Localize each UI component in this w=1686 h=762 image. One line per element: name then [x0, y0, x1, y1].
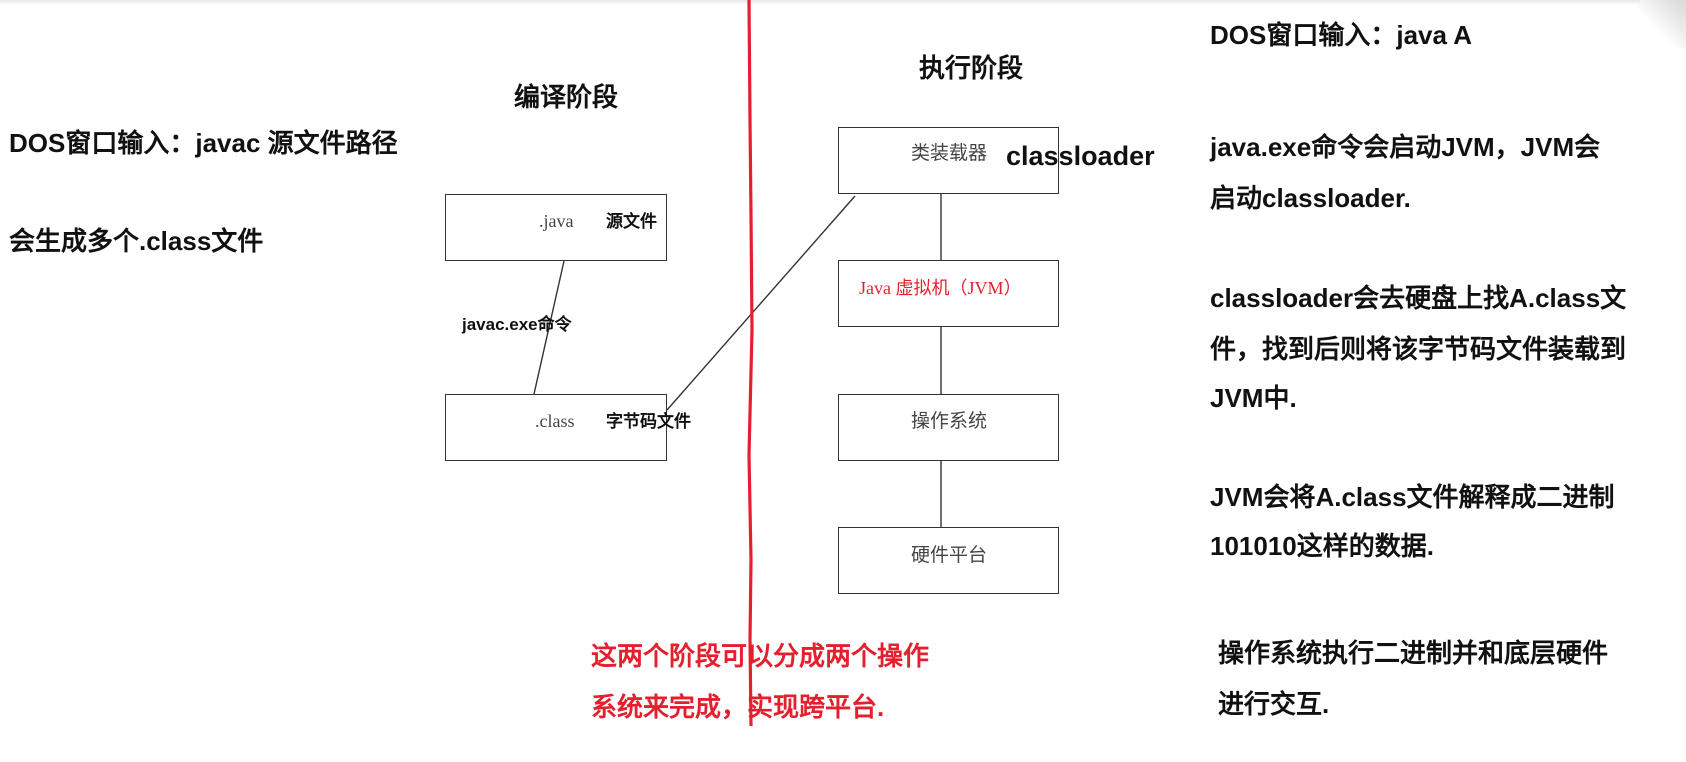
connector-java-to-class	[533, 260, 565, 395]
bytecode-file-label: 字节码文件	[606, 412, 691, 431]
source-file-label: 源文件	[606, 212, 657, 231]
note-jvm-interpret-line-2: 101010这样的数据.	[1210, 531, 1434, 561]
stack-box-os: 操作系统	[838, 394, 1059, 461]
connector-class-to-classloader	[666, 195, 856, 411]
stack-box-jvm: Java 虚拟机（JVM）	[838, 260, 1059, 327]
note-jvm-start-line-1: java.exe命令会启动JVM，JVM会	[1210, 132, 1601, 162]
execute-dos-input: DOS窗口输入：java A	[1210, 20, 1472, 50]
note-jvm-interpret-line-1: JVM会将A.class文件解释成二进制	[1210, 482, 1615, 512]
source-file-name: .java	[539, 211, 574, 231]
page-top-shadow	[0, 0, 1640, 5]
compile-dos-input: DOS窗口输入：javac 源文件路径	[9, 128, 398, 158]
stack-box-hardware: 硬件平台	[838, 527, 1059, 594]
compile-stage-title: 编译阶段	[514, 82, 619, 112]
note-os-execute-line-2: 进行交互.	[1218, 689, 1330, 719]
note-classloader-line-2: 件，找到后则将该字节码文件装载到	[1210, 334, 1627, 364]
note-classloader-line-3: JVM中.	[1210, 383, 1297, 413]
stack-label-classloader: 类装载器	[911, 143, 988, 164]
cross-platform-note-line-1: 这两个阶段可以分成两个操作	[591, 641, 930, 671]
cross-platform-note-line-2: 系统来完成，实现跨平台.	[591, 692, 885, 722]
stack-label-os: 操作系统	[911, 411, 988, 432]
execute-stage-title: 执行阶段	[919, 53, 1024, 83]
bytecode-file-box: .class 字节码文件	[445, 394, 691, 461]
stack-box-classloader: 类装载器 classloader	[838, 127, 1155, 194]
stack-label-hardware: 硬件平台	[911, 545, 988, 566]
compile-result-note: 会生成多个.class文件	[9, 226, 264, 256]
classloader-callout: classloader	[1006, 141, 1155, 171]
note-jvm-start-line-2: 启动classloader.	[1210, 183, 1411, 213]
note-os-execute-line-1: 操作系统执行二进制并和底层硬件	[1218, 638, 1609, 668]
bytecode-file-name: .class	[535, 411, 575, 431]
javac-command-label: javac.exe命令	[462, 315, 572, 334]
stack-label-jvm: Java 虚拟机（JVM）	[859, 278, 1022, 298]
page-corner-shadow	[1638, 0, 1686, 48]
note-classloader-line-1: classloader会去硬盘上找A.class文	[1210, 283, 1627, 313]
stage-divider-line	[747, 0, 754, 727]
source-file-box: .java 源文件	[445, 194, 667, 261]
